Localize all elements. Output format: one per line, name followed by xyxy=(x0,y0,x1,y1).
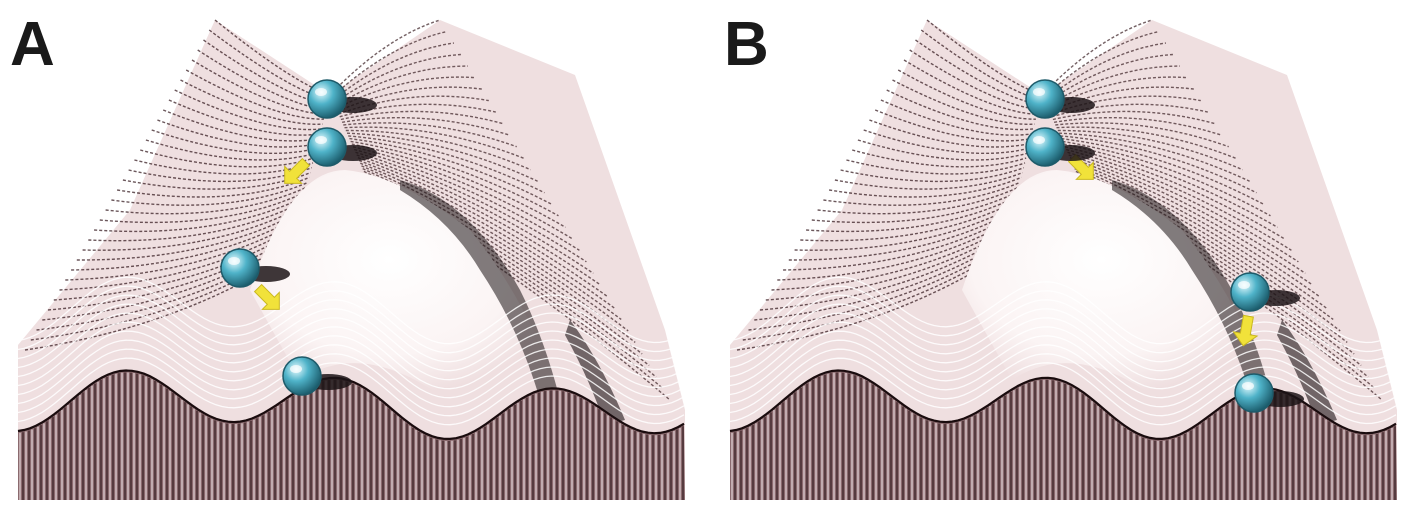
panel-b: B xyxy=(712,0,1412,505)
ball-highlight xyxy=(228,257,240,265)
ball-icon xyxy=(1235,374,1273,412)
ball-icon xyxy=(1231,273,1269,311)
ball-highlight xyxy=(1033,88,1045,96)
panel-a: A xyxy=(0,0,700,505)
ball-icon xyxy=(221,249,259,287)
ball-highlight xyxy=(1033,136,1045,144)
ball-icon xyxy=(1026,128,1064,166)
energy-landscape-b xyxy=(712,0,1412,505)
ball-icon xyxy=(1026,80,1064,118)
ball-highlight xyxy=(1238,281,1250,289)
energy-landscape-a xyxy=(0,0,700,505)
ball-icon xyxy=(308,80,346,118)
ball-highlight xyxy=(315,136,327,144)
ball-icon xyxy=(283,357,321,395)
ball-highlight xyxy=(1242,382,1254,390)
ball-highlight xyxy=(315,88,327,96)
ball-highlight xyxy=(290,365,302,373)
ball-icon xyxy=(308,128,346,166)
